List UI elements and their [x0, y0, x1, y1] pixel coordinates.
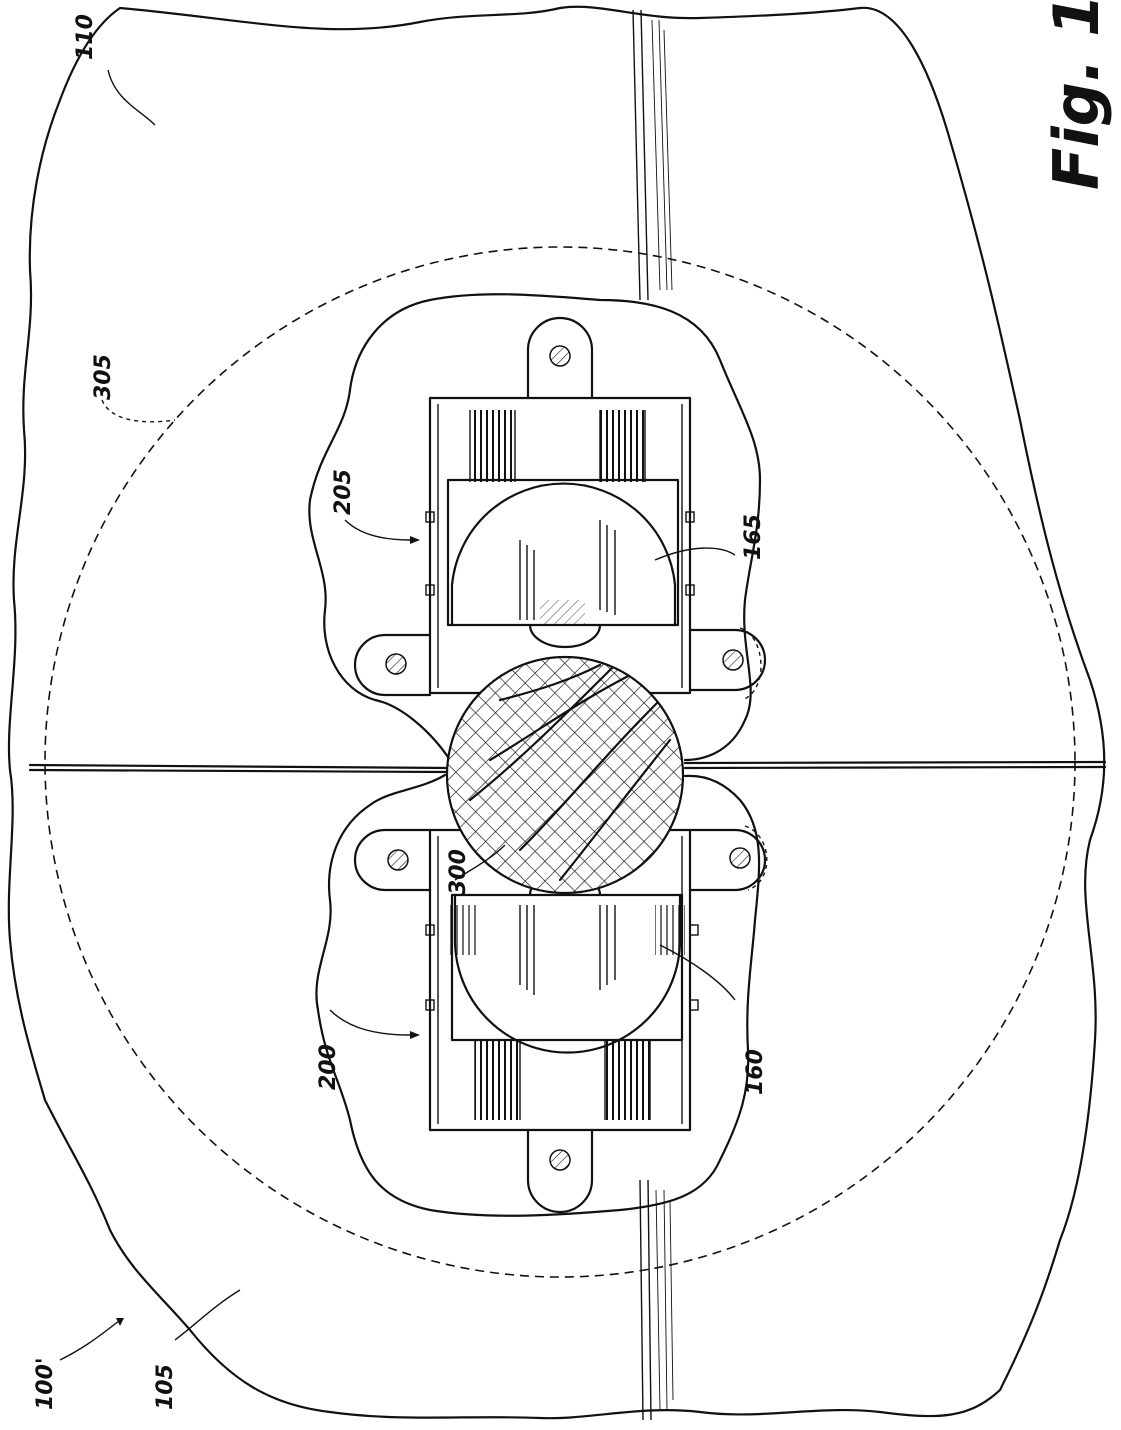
spring — [475, 1040, 520, 1120]
outer-boundary — [7, 5, 1106, 1420]
mounting-tab — [526, 1128, 594, 1214]
mounting-tab — [688, 628, 767, 692]
spring — [470, 410, 515, 482]
dashed-circle-305 — [44, 246, 1076, 1278]
label-105: 105 — [153, 1364, 178, 1410]
inner-outline-lower — [315, 773, 761, 1217]
label-305: 305 — [91, 354, 116, 400]
seam-right — [683, 760, 1107, 765]
seam-bottom — [639, 1179, 674, 1421]
seam-top — [632, 9, 673, 301]
mounting-tab — [688, 828, 767, 892]
label-160: 160 — [743, 1049, 768, 1095]
spring — [600, 410, 645, 482]
left-anchor-200 — [353, 825, 768, 1214]
label-300: 300 — [446, 849, 471, 895]
leader-lines — [59, 69, 736, 1361]
right-anchor-205 — [353, 316, 767, 701]
center-mass-300 — [445, 655, 685, 895]
seam-left-2 — [28, 768, 452, 774]
label-110: 110 — [73, 14, 98, 60]
label-165: 165 — [741, 514, 766, 560]
label-100-prime: 100' — [33, 1357, 58, 1410]
seam-left — [28, 763, 452, 770]
label-200: 200 — [316, 1044, 341, 1090]
inner-outline-upper — [308, 293, 762, 762]
mounting-tab — [353, 633, 432, 697]
spring — [605, 1040, 650, 1120]
mounting-tab — [526, 316, 594, 400]
label-205: 205 — [331, 469, 356, 515]
seam-right-2 — [683, 765, 1107, 770]
right-cylinder-165 — [450, 482, 677, 627]
left-cylinder-160 — [453, 893, 682, 1054]
mounting-tab — [353, 828, 432, 892]
figure-caption: Fig. 10 — [1040, 0, 1113, 190]
